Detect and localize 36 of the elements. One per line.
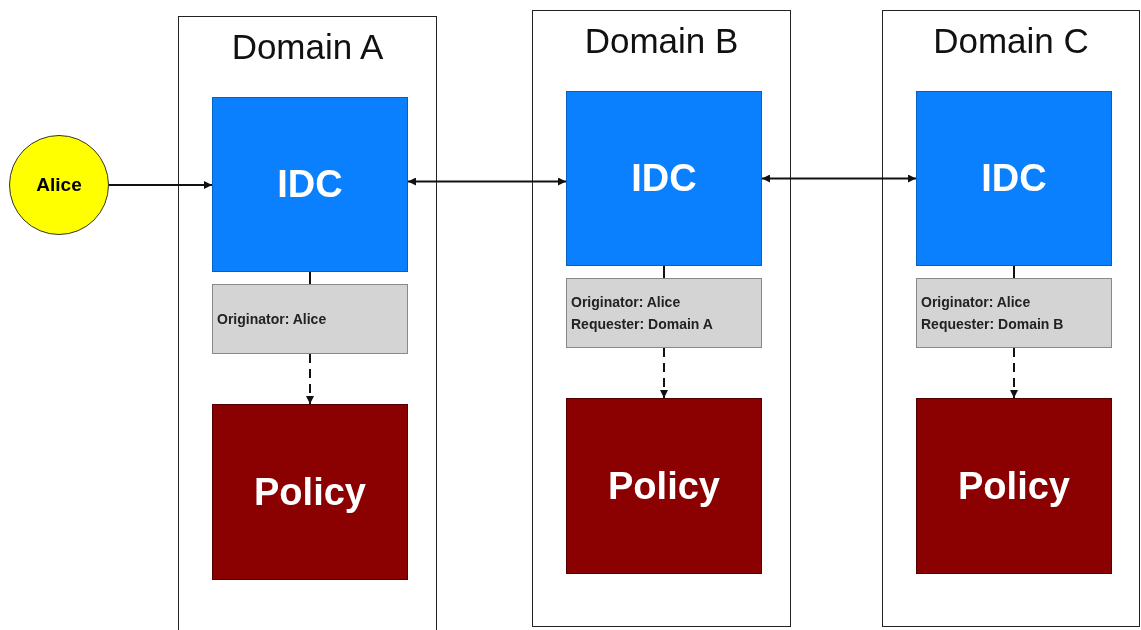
node-label: Policy [608,464,720,508]
note-text: Originator: Alice [217,311,328,327]
note-text: Requester: Domain A [571,316,714,332]
domain-title: Domain B [583,21,740,61]
policy-box [566,398,762,574]
arrow [660,347,668,399]
node-label: Alice [36,174,82,196]
domain-title: Domain A [230,27,385,67]
note-box [566,278,762,348]
note-text: Originator: Alice [921,294,1032,310]
arrow [761,174,917,183]
idc-box [566,91,762,266]
note-text: Originator: Alice [571,294,682,310]
arrow [1010,347,1018,399]
policy-box [916,398,1112,574]
node-label: Policy [958,464,1070,508]
domain-box [178,16,437,630]
arrow [407,177,567,186]
note-box [212,284,408,354]
node-label: Policy [254,470,366,514]
domain-box [532,10,791,627]
arrow [306,353,314,405]
note-box [916,278,1112,348]
note-text: Requester: Domain B [921,316,1065,332]
domain-title: Domain C [932,21,1090,61]
connector-line [309,271,311,285]
arrow [108,181,213,189]
node-label: IDC [277,163,343,206]
domain-box [882,10,1140,627]
connector-line [663,265,665,279]
idc-box [916,91,1112,266]
node-label: IDC [981,157,1047,200]
idc-box [212,97,408,272]
node-label: IDC [631,157,697,200]
policy-box [212,404,408,580]
connector-line [1013,265,1015,279]
